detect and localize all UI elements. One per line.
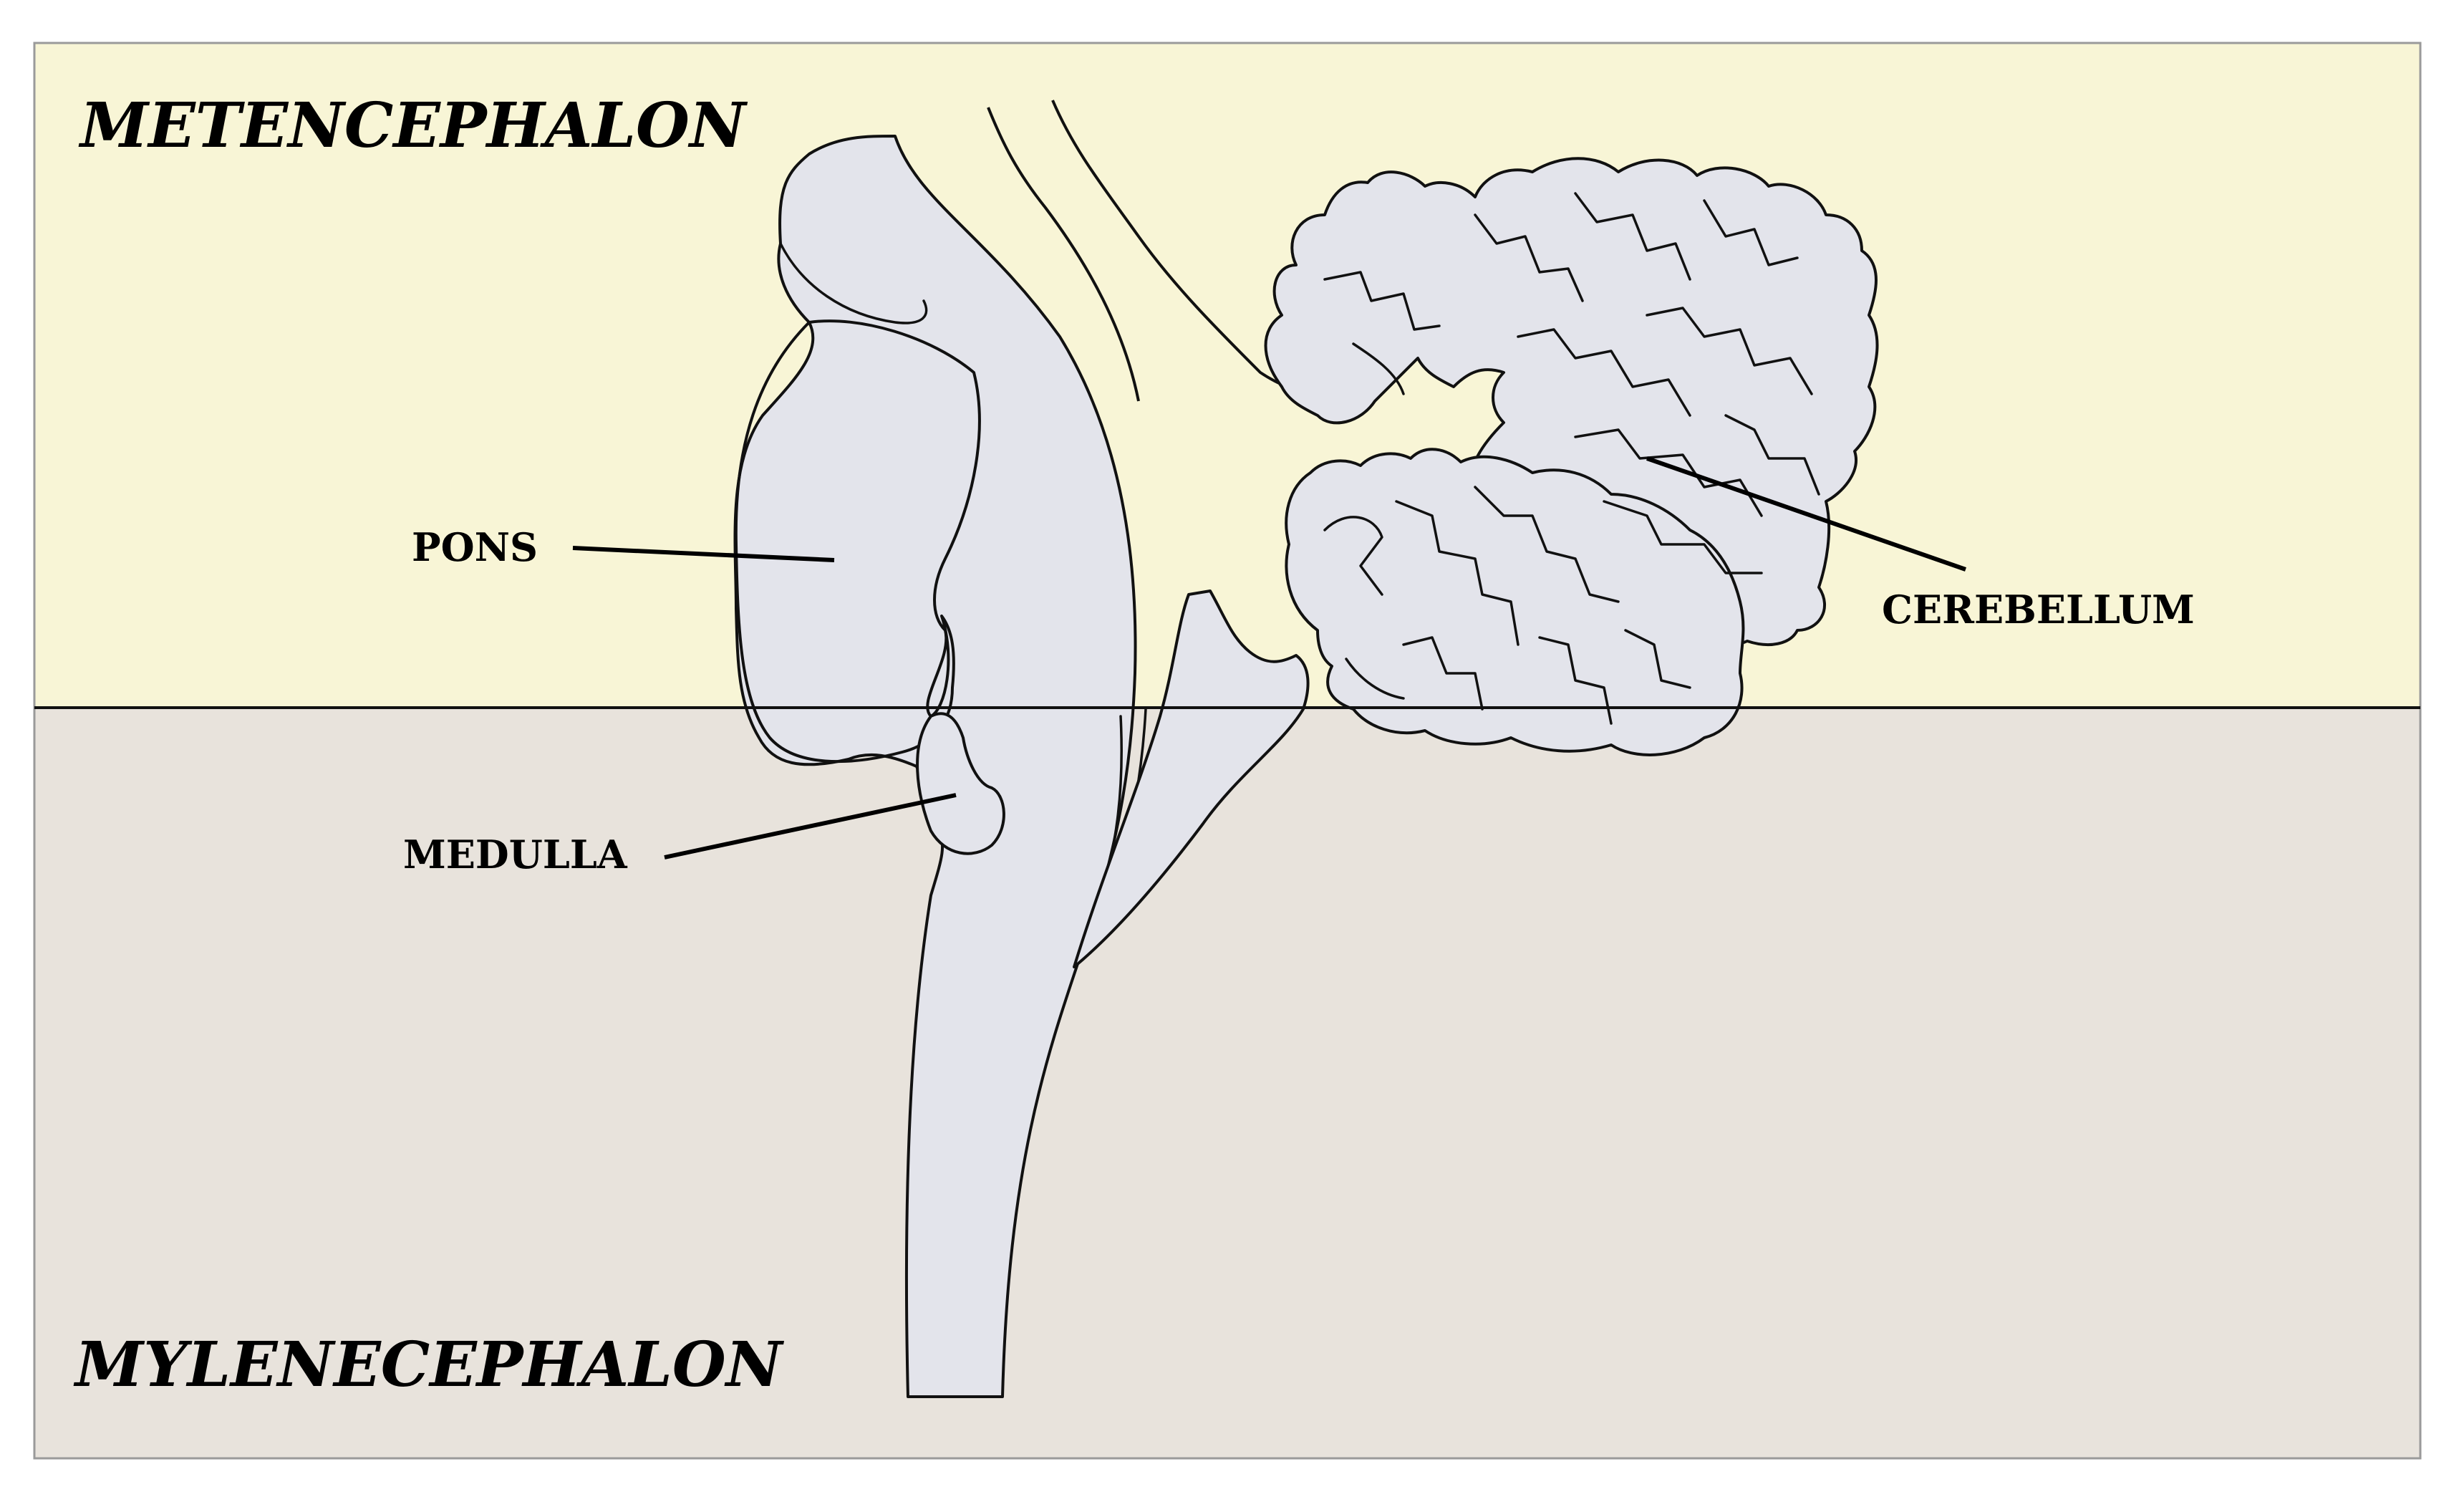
mylencephalon-region — [34, 708, 2420, 1458]
cerebellum-fissure-13 — [1474, 486, 1620, 603]
cerebellum-fissure-10 — [1724, 414, 1820, 496]
cerebellum-leader-line — [1646, 456, 1966, 572]
metencephalon-title: METENCEPHALON — [78, 90, 748, 162]
cerebellum-fissure-1 — [1323, 271, 1441, 331]
aqueduct-outline-left — [987, 107, 1140, 402]
cerebellum-upper-lobe — [1264, 157, 1879, 646]
cerebellum-fissure-17 — [1345, 658, 1405, 700]
cerebellum-fissure-4 — [1703, 199, 1799, 266]
cerebellar-peduncle-shape — [1073, 589, 1310, 968]
cerebellum-fissure-9 — [1352, 342, 1405, 395]
cerebellum-fissure-12 — [1395, 500, 1520, 646]
diagram-frame — [33, 42, 2422, 1460]
cerebellum-fissure-3 — [1574, 192, 1691, 281]
metencephalon-region — [34, 43, 2420, 708]
cerebellum-fissure-6 — [1646, 307, 1813, 395]
cerebellum-fissure-7 — [1574, 428, 1763, 517]
midbrain-edge-icon — [779, 242, 928, 324]
cerebellum-fissure-14 — [1402, 636, 1484, 711]
cerebellum-fissure-2 — [1474, 213, 1584, 302]
cerebellum-fissure-15 — [1538, 636, 1613, 725]
cerebellum-fissure-16 — [1624, 629, 1691, 689]
medulla-label: MEDULLA — [403, 832, 628, 877]
pons-bulge-icon — [734, 319, 981, 764]
mylencephalon-title: MYLENECEPHALON — [73, 1329, 785, 1401]
cerebellum-label: CEREBELLUM — [1882, 587, 2195, 632]
cerebellum-fissure-11 — [1323, 516, 1383, 596]
medulla-bulge-icon — [916, 712, 1005, 855]
pons-leader-line — [572, 546, 835, 562]
cerebellum-fissure-5 — [1517, 328, 1691, 417]
pons-label: PONS — [412, 524, 538, 570]
medulla-leader-line — [664, 793, 957, 860]
cerebellum-fissure-8 — [1603, 500, 1763, 574]
